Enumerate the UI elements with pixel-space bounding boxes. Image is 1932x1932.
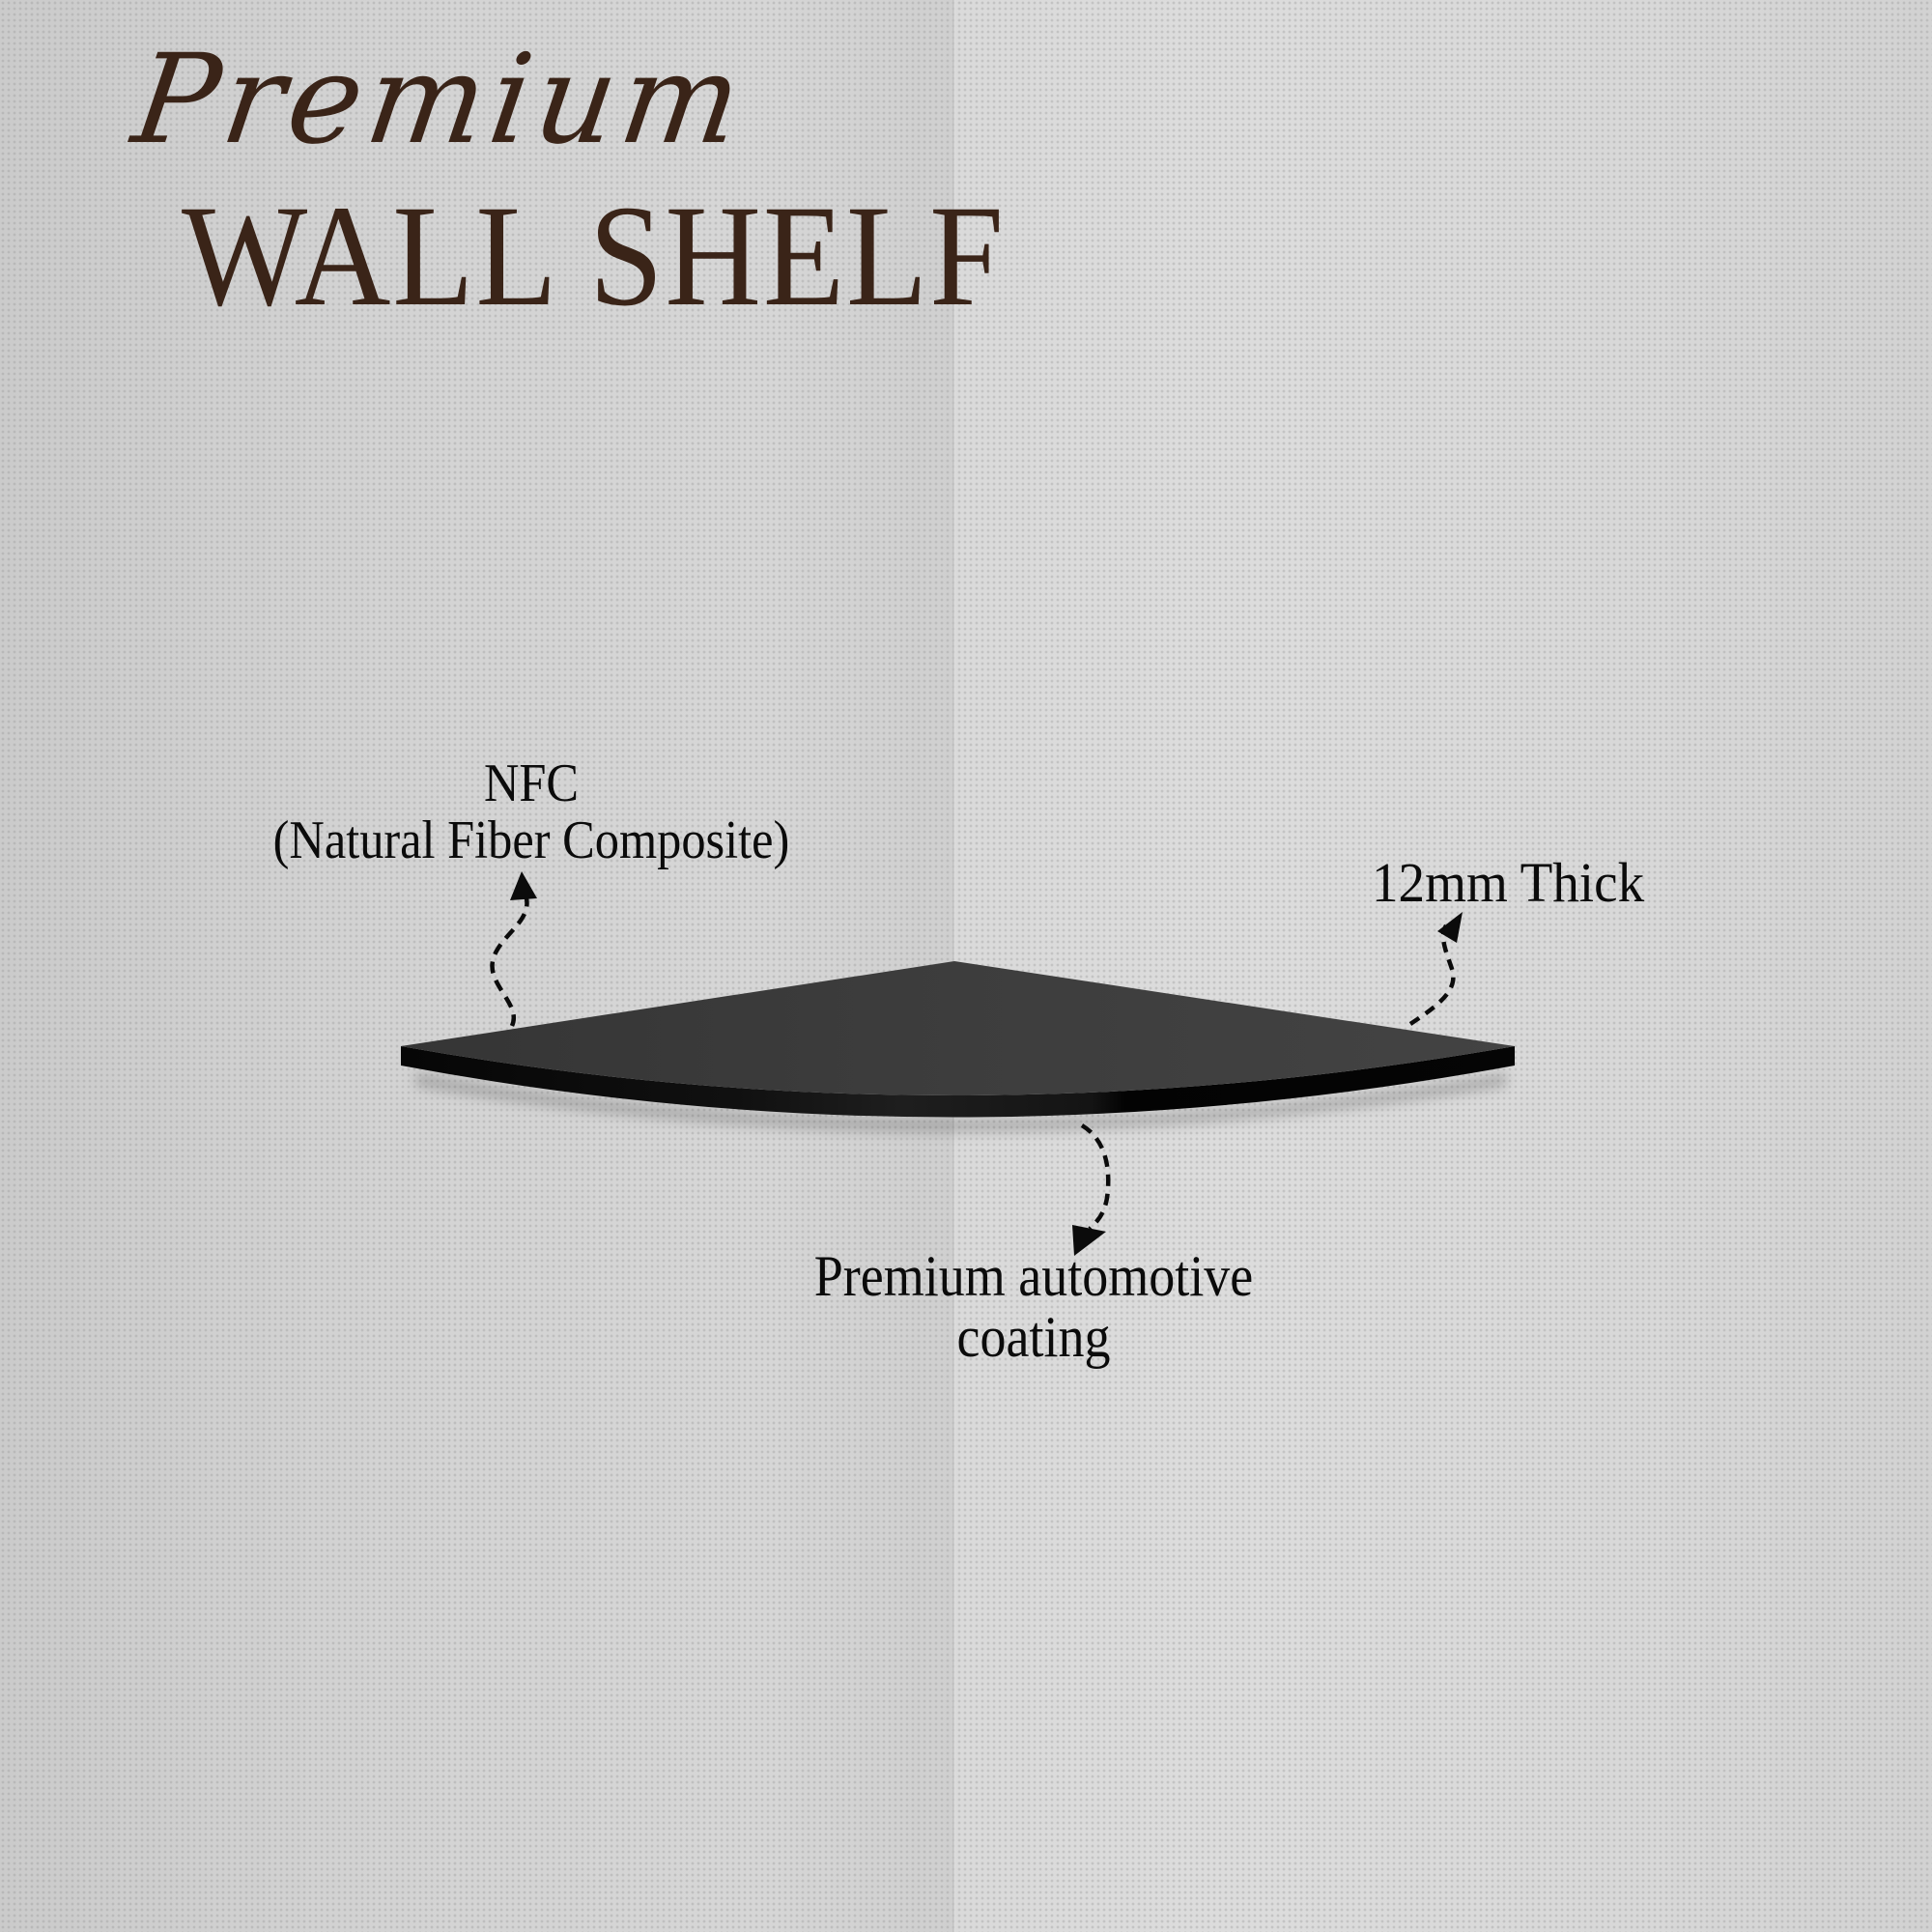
- dashed-curved-arrow-down-icon: [1072, 1123, 1111, 1256]
- callout-thickness-line1: 12mm Thick: [1372, 851, 1645, 914]
- dashed-curved-arrow-up-icon: [1408, 912, 1463, 1026]
- shelf-top-surface: [401, 961, 1515, 1095]
- callout-material-line1: NFC: [483, 753, 580, 813]
- callout-finish-line1: Premium automotive: [813, 1244, 1254, 1308]
- callout-finish-line2: coating: [956, 1305, 1111, 1369]
- callout-thickness: 12mm Thick: [1372, 851, 1675, 914]
- callout-material-line2: (Natural Fiber Composite): [272, 810, 790, 870]
- dashed-curved-arrow-up-icon: [490, 871, 537, 1027]
- right-wall: [954, 0, 1932, 1932]
- callout-material: NFC (Natural Fiber Composite): [218, 755, 844, 869]
- callout-finish: Premium automotive coating: [764, 1246, 1303, 1368]
- title-main: WALL SHELF: [182, 176, 1006, 336]
- shelf-shadow: [415, 1072, 1507, 1133]
- left-wall: [0, 0, 954, 1932]
- shelf-front-edge: [401, 1046, 1515, 1118]
